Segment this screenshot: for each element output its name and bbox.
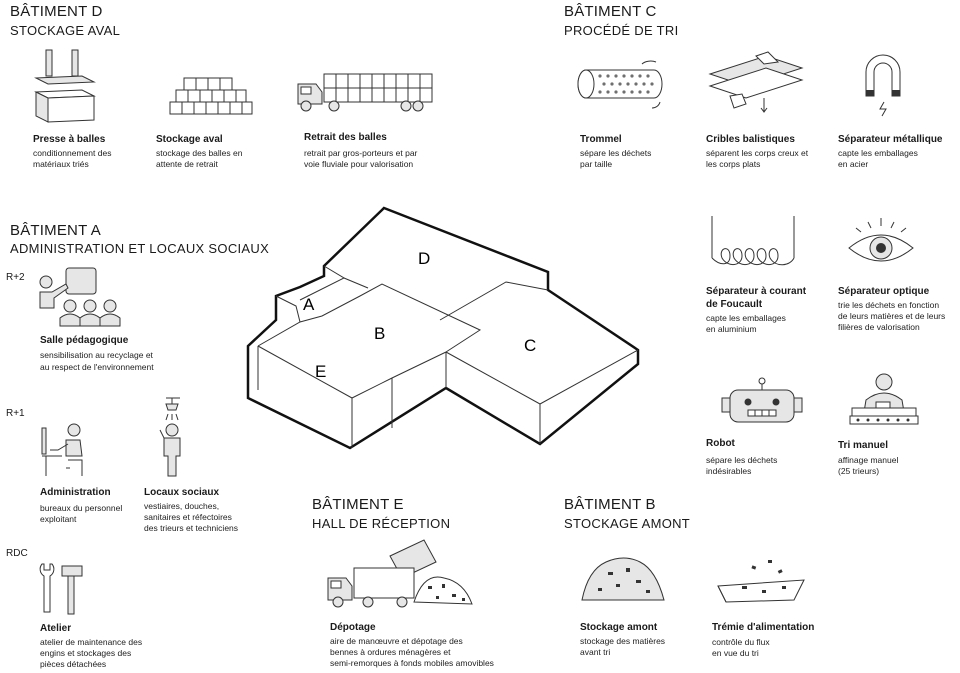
tools-icon <box>39 563 83 615</box>
presse-desc-2: matériaux triés <box>33 159 89 169</box>
robot-desc-2: indésirables <box>706 466 752 476</box>
administration-title: Administration <box>40 487 111 498</box>
cribles-title: Cribles balistiques <box>706 134 795 145</box>
plan-label-a: A <box>303 295 315 314</box>
atelier-desc-3: pièces détachées <box>40 659 107 669</box>
stockage-amont-title: Stockage amont <box>580 622 658 633</box>
retrait-desc-1: retrait par gros-porteurs et par <box>304 148 418 158</box>
foucault-desc-1: capte les emballages <box>706 313 786 323</box>
metallique-desc-2: en acier <box>838 159 869 169</box>
cribles-desc-2: les corps plats <box>706 159 761 169</box>
atelier-title: Atelier <box>40 623 72 634</box>
plan-label-c: C <box>524 336 536 355</box>
magnet-icon <box>865 54 901 117</box>
trommel-desc-2: par taille <box>580 159 613 169</box>
cribles-desc-1: séparent les corps creux et <box>706 148 809 158</box>
depotage-desc-1: aire de manœuvre et dépotage des <box>330 636 463 646</box>
optique-desc-1: trie les déchets en fonction <box>838 300 940 310</box>
depotage-desc-2: bennes à ordures ménagères et <box>330 647 451 657</box>
building-c-subtitle: PROCÉDÉ DE TRI <box>564 23 679 38</box>
salle-desc-2: au respect de l'environnement <box>40 362 154 372</box>
locaux-title: Locaux sociaux <box>144 487 220 498</box>
salle-desc-1: sensibilisation au recyclage et <box>40 350 153 360</box>
building-a-subtitle: ADMINISTRATION ET LOCAUX SOCIAUX <box>10 241 270 256</box>
stockage-amont-desc-1: stockage des matières <box>580 636 666 646</box>
waste-pile-icon <box>581 557 665 601</box>
atelier-desc-2: engins et stockages des <box>40 648 132 658</box>
truck-icon <box>297 73 433 112</box>
depotage-title: Dépotage <box>330 622 376 633</box>
administration-desc-1: bureaux du personnel <box>40 503 123 513</box>
baling-press-icon <box>34 49 96 123</box>
garbage-truck-icon <box>327 539 473 608</box>
stockage-aval-desc-2: attente de retrait <box>156 159 218 169</box>
eddy-current-icon <box>711 216 795 266</box>
presse-title: Presse à balles <box>33 134 106 145</box>
building-e-subtitle: HALL DE RÉCEPTION <box>312 516 451 531</box>
locaux-desc-1: vestiaires, douches, <box>144 501 220 511</box>
manual-sorter-icon <box>849 373 919 425</box>
classroom-icon <box>39 267 121 327</box>
trommel-title: Trommel <box>580 134 622 145</box>
hopper-icon <box>717 560 805 603</box>
building-c-title: BÂTIMENT C <box>564 3 657 20</box>
salle-title: Salle pédagogique <box>40 335 129 346</box>
manuel-desc-2: (25 trieurs) <box>838 466 880 476</box>
locaux-desc-2: sanitaires et réfectoires <box>144 512 232 522</box>
optique-title: Séparateur optique <box>838 286 930 297</box>
metallique-desc-1: capte les emballages <box>838 148 918 158</box>
robot-desc-1: sépare les déchets <box>706 455 778 465</box>
optique-desc-3: filières de valorisation <box>838 322 920 332</box>
manuel-title: Tri manuel <box>838 440 889 451</box>
foucault-desc-2: en aluminium <box>706 324 757 334</box>
level-r2: R+2 <box>6 272 25 283</box>
tremie-desc-2: en vue du tri <box>712 648 759 658</box>
trommel-desc-1: sépare les déchets <box>580 148 652 158</box>
retrait-title: Retrait des balles <box>304 132 387 143</box>
stockage-aval-desc-1: stockage des balles en <box>156 148 243 158</box>
tremie-title: Trémie d'alimentation <box>712 622 815 633</box>
depotage-desc-3: semi-remorques à fonds mobiles amovibles <box>330 658 494 668</box>
atelier-desc-1: atelier de maintenance des <box>40 637 143 647</box>
robot-icon <box>721 377 803 423</box>
presse-desc-1: conditionnement des <box>33 148 112 158</box>
trommel-icon <box>577 60 663 109</box>
level-rdc: RDC <box>6 548 28 559</box>
stockage-aval-title: Stockage aval <box>156 134 223 145</box>
retrait-desc-2: voie fluviale pour valorisation <box>304 159 414 169</box>
tremie-desc-1: contrôle du flux <box>712 637 770 647</box>
optique-desc-2: de leurs matières et de leurs <box>838 311 946 321</box>
building-b-subtitle: STOCKAGE AMONT <box>564 516 691 531</box>
robot-title: Robot <box>706 438 735 449</box>
metallique-title: Séparateur métallique <box>838 134 943 145</box>
plan-label-b: B <box>374 324 385 343</box>
stockage-amont-desc-2: avant tri <box>580 647 611 657</box>
building-d-title: BÂTIMENT D <box>10 3 103 20</box>
shower-icon <box>159 397 181 477</box>
administration-desc-2: exploitant <box>40 514 77 524</box>
building-b-title: BÂTIMENT B <box>564 496 656 513</box>
foucault-title-2: de Foucault <box>706 299 763 310</box>
office-worker-icon <box>41 423 83 476</box>
ballistic-screen-icon <box>708 51 804 113</box>
building-e-title: BÂTIMENT E <box>312 496 404 513</box>
plan-label-d: D <box>418 249 430 268</box>
eye-icon <box>848 218 914 262</box>
manuel-desc-1: affinage manuel <box>838 455 899 465</box>
plan-label-e: E <box>315 362 326 381</box>
building-a-title: BÂTIMENT A <box>10 222 101 239</box>
foucault-title-1: Séparateur à courant <box>706 286 807 297</box>
locaux-desc-3: des trieurs et techniciens <box>144 523 239 533</box>
stacked-bales-icon <box>169 77 253 115</box>
level-r1: R+1 <box>6 408 25 419</box>
building-d-subtitle: STOCKAGE AVAL <box>10 23 121 38</box>
